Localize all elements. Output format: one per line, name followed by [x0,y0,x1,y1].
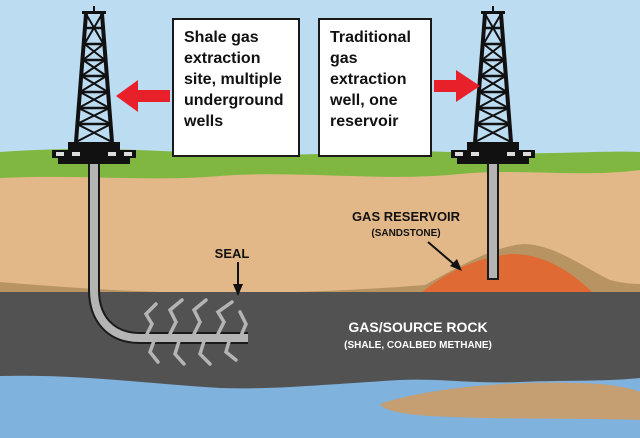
gas-reservoir-dome [420,254,594,294]
source-rock-label: GAS/SOURCE ROCK [348,319,487,335]
arrow-right-icon [434,70,480,102]
shale-gas-callout: Shale gas extraction site, multiple unde… [172,18,300,157]
seal-label: SEAL [215,246,250,261]
lower-sandstone [380,382,640,420]
shale-layer [0,292,640,389]
traditional-gas-callout: Traditional gas extraction well, one res… [318,18,432,157]
source-rock-sublabel: (SHALE, COALBED METHANE) [344,340,492,351]
gas-reservoir-sublabel: (SANDSTONE) [371,228,440,239]
arrow-left-icon [116,80,170,112]
reservoir-pointer [427,241,457,267]
fracture-branches [143,298,248,366]
gas-reservoir-label: GAS RESERVOIR [352,209,461,224]
